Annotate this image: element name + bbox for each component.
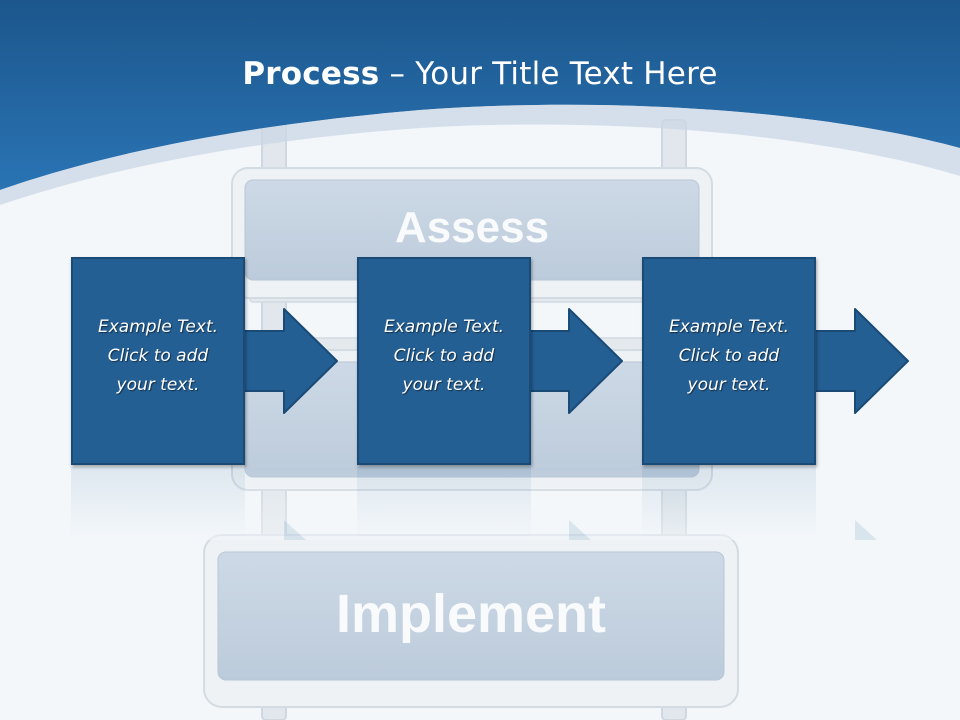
sign-label-implement: Implement: [335, 584, 607, 644]
sign-implement: [203, 534, 739, 708]
arrow-1: [237, 308, 338, 414]
title-bold: Process: [242, 56, 380, 92]
step-text-1: Example Text. Click to add your text.: [73, 313, 243, 400]
step-1-line-1: Example Text.: [97, 317, 219, 337]
title-rest: – Your Title Text Here: [379, 56, 718, 92]
step-box-3[interactable]: Example Text. Click to add your text.: [642, 257, 816, 465]
slide-title[interactable]: Process – Your Title Text Here: [0, 52, 960, 96]
step-3-line-3: your text.: [687, 375, 771, 395]
step-2-line-1: Example Text.: [383, 317, 505, 337]
step-text-2: Example Text. Click to add your text.: [359, 313, 529, 400]
step-reflection-3: [642, 467, 816, 539]
step-text-3: Example Text. Click to add your text.: [644, 313, 814, 400]
step-2-line-2: Click to add: [393, 346, 495, 366]
step-1-line-3: your text.: [116, 375, 200, 395]
step-2-line-3: your text.: [402, 375, 486, 395]
step-box-2[interactable]: Example Text. Click to add your text.: [357, 257, 531, 465]
step-reflection-2: [357, 467, 531, 539]
step-1-line-2: Click to add: [107, 346, 209, 366]
arrow-3: [807, 308, 909, 414]
process-arrows: [237, 308, 909, 414]
step-3-line-2: Click to add: [678, 346, 780, 366]
header-band: [0, 0, 960, 205]
sign-assess: [231, 167, 713, 299]
step-box-1[interactable]: Example Text. Click to add your text.: [71, 257, 245, 465]
step-reflection-1: [71, 467, 245, 539]
step-3-line-1: Example Text.: [668, 317, 790, 337]
sign-label-assess: Assess: [394, 203, 550, 252]
